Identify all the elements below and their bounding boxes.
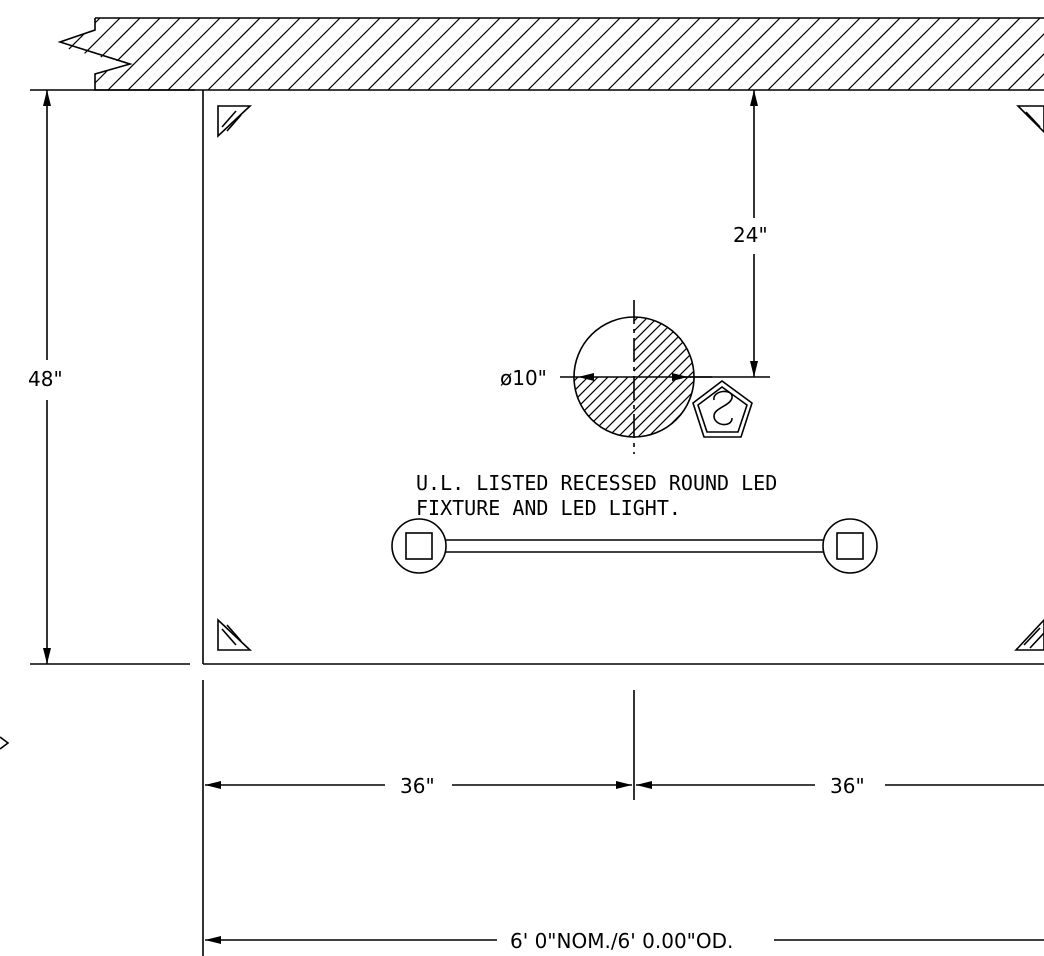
wall-hatch-line [327, 18, 401, 90]
top-offset-label: 24" [733, 223, 768, 247]
top-offset-dimension: 24" [680, 90, 770, 378]
wall-hatch-line [787, 18, 861, 90]
height-dimension-label: 48" [28, 367, 63, 391]
wall-hatch-line [147, 18, 221, 90]
wall-hatch-line [307, 18, 381, 90]
fixture-hatch-line [765, 315, 890, 440]
wall-hatch-line [807, 18, 881, 90]
fixture-note-line2: FIXTURE AND LED LIGHT. [416, 496, 681, 520]
wall-hatch-line [747, 18, 821, 90]
wall-hatch-line [60, 18, 121, 90]
fixture-hatch-line [785, 315, 910, 440]
wall-hatch-line [467, 18, 541, 90]
wall-hatch-line [907, 18, 981, 90]
fixture-hatch-line [815, 315, 940, 440]
wall-hatch-line [407, 18, 481, 90]
wall-hatch-line [587, 18, 661, 90]
fixture-note-line1: U.L. LISTED RECESSED ROUND LED [416, 471, 777, 495]
wall-hatch-line [127, 18, 201, 90]
wall-hatch [0, 18, 1044, 90]
wall-hatch-line [87, 18, 161, 90]
wall-section [0, 17, 1044, 91]
wall-hatch-line [287, 18, 361, 90]
overall-width-label: 6' 0"NOM./6' 0.00"OD. [510, 929, 733, 953]
wall-hatch-line [927, 18, 1001, 90]
wall-hatch-line [867, 18, 941, 90]
wall-hatch-line [767, 18, 841, 90]
mounting-clip-bottom-left [217, 618, 253, 651]
wall-hatch-line [1007, 18, 1044, 90]
mounting-clip-top-left [217, 105, 253, 138]
width-dimensions: 36" 36" 6' 0"NOM./6' 0.00"OD. [202, 680, 1044, 956]
wall-hatch-line [607, 18, 681, 90]
wall-hatch-line [507, 18, 581, 90]
diameter-label: ø10" [500, 366, 547, 390]
wall-hatch-line [647, 18, 721, 90]
wall-outline [57, 17, 1044, 91]
wall-hatch-line [1027, 18, 1044, 90]
wall-hatch-line [187, 18, 261, 90]
wall-hatch-line [667, 18, 741, 90]
wall-hatch-line [67, 18, 141, 90]
wall-hatch-line [527, 18, 601, 90]
fixture-note: U.L. LISTED RECESSED ROUND LED FIXTURE A… [416, 471, 777, 520]
wall-hatch-line [107, 18, 181, 90]
wall-hatch-line [347, 18, 421, 90]
fixture-hatch-line [775, 315, 900, 440]
wall-hatch-line [167, 18, 241, 90]
left-edge-arrow-mark [0, 736, 10, 750]
wall-hatch-line [827, 18, 901, 90]
wall-hatch-line [727, 18, 801, 90]
wall-hatch-line [887, 18, 961, 90]
wall-hatch-line [547, 18, 621, 90]
wall-hatch-line [487, 18, 561, 90]
wall-hatch-line [0, 18, 40, 90]
wall-hatch-line [987, 18, 1044, 90]
mounting-clip-top-right [1016, 105, 1044, 134]
wall-hatch-line [707, 18, 781, 90]
wall-hatch-line [967, 18, 1041, 90]
wall-hatch-line [227, 18, 301, 90]
height-dimension: 48" [28, 89, 195, 665]
wall-hatch-line [447, 18, 521, 90]
left-half-width-label: 36" [400, 774, 435, 798]
wall-hatch-line [267, 18, 341, 90]
right-half-width-label: 36" [830, 774, 865, 798]
fixture-hatch-line [755, 315, 880, 440]
wall-hatch-line [627, 18, 701, 90]
wall-hatch-line [60, 18, 101, 90]
wall-hatch-line [60, 18, 61, 90]
fixture-hatch-line [644, 317, 694, 437]
round-led-fixture: ø10" [500, 300, 940, 454]
wall-hatch-line [847, 18, 921, 90]
mounting-clip-bottom-right [1014, 618, 1044, 651]
wall-hatch-line [947, 18, 1021, 90]
wall-hatch-line [60, 18, 81, 90]
fixture-hatch-line [795, 315, 920, 440]
wall-hatch-line [247, 18, 321, 90]
wall-hatch-line [567, 18, 641, 90]
pentagon-symbol-icon [692, 380, 753, 438]
wall-hatch-line [687, 18, 761, 90]
wall-hatch-line [207, 18, 281, 90]
led-strip-light [391, 518, 878, 574]
wall-hatch-line [387, 18, 461, 90]
wall-hatch-line [367, 18, 441, 90]
fixture-hatch-line [634, 317, 694, 437]
fixture-hatch-line [805, 315, 930, 440]
wall-hatch-line [427, 18, 501, 90]
sign-panel [202, 90, 1044, 665]
